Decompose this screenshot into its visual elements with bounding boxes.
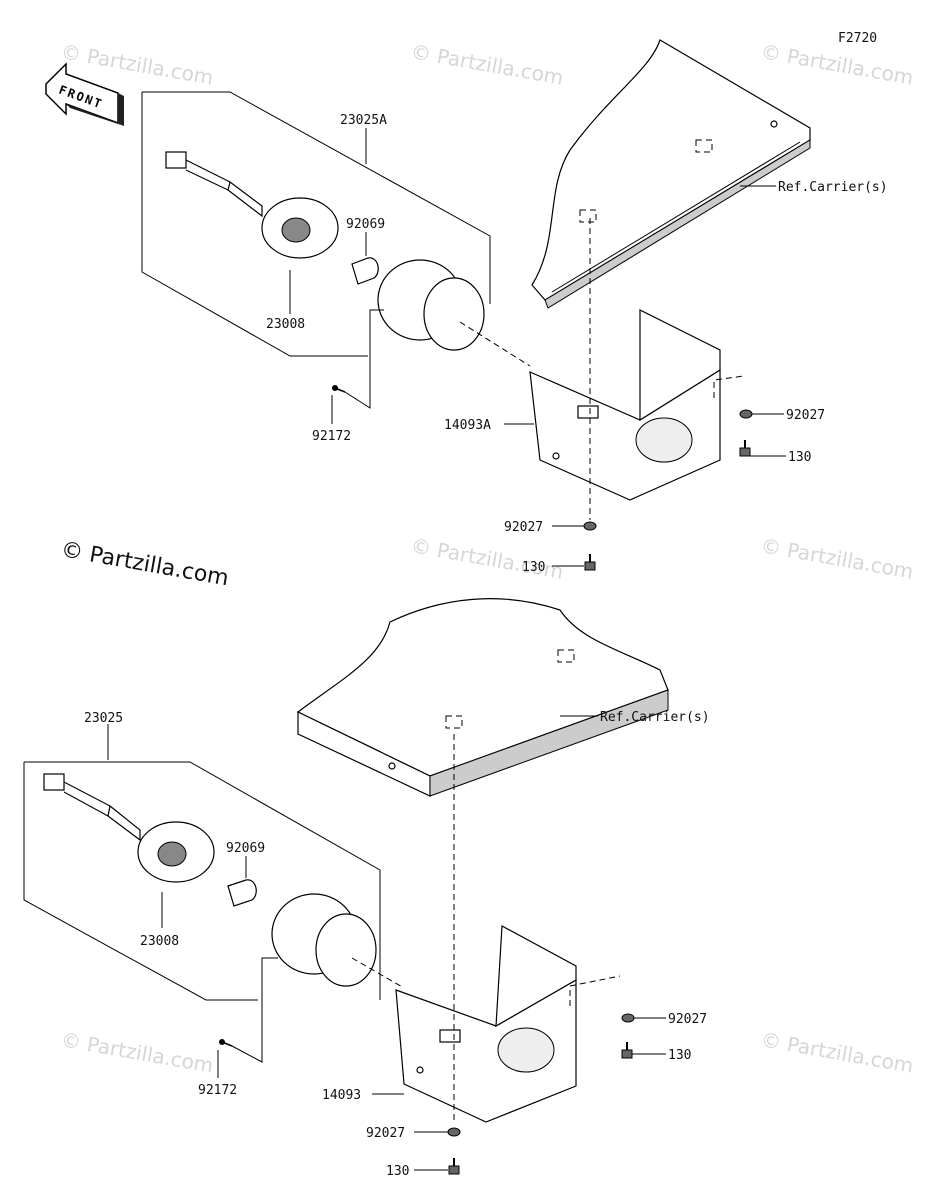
figure-code: F2720 xyxy=(838,31,877,46)
carrier-ref-label: Ref.Carrier(s) xyxy=(778,180,888,195)
bulb-icon xyxy=(227,879,257,907)
washer-icon xyxy=(583,521,597,531)
bulb-label: 92069 xyxy=(346,217,385,232)
upper-assembly: 23025A Ref.Carrier(s) 23008 92069 xyxy=(141,39,888,575)
watermark: © Partzilla.com xyxy=(759,1027,915,1077)
screw-icon xyxy=(219,1039,233,1047)
washer-icon xyxy=(621,1013,635,1023)
bulb-icon xyxy=(351,257,379,285)
washer-label: 92027 xyxy=(504,520,543,535)
bolt-icon xyxy=(584,554,596,571)
washer-label: 92027 xyxy=(366,1126,405,1141)
lamp-housing xyxy=(271,893,405,989)
bolt-icon xyxy=(739,440,751,457)
watermark: © Partzilla.com xyxy=(409,39,565,89)
washer-label: 92027 xyxy=(786,408,825,423)
bolt-label: 130 xyxy=(522,560,545,575)
bracket xyxy=(529,309,721,501)
watermark: © Partzilla.com xyxy=(759,39,915,89)
washer-icon xyxy=(447,1127,461,1137)
socket-label: 23008 xyxy=(140,934,179,949)
lower-assembly: 23025 Ref.Carrier(s) 23008 92069 xyxy=(23,598,710,1179)
carrier-ref-label: Ref.Carrier(s) xyxy=(600,710,710,725)
screw-label: 92172 xyxy=(312,429,351,444)
washer-icon xyxy=(739,409,753,419)
bolt-label: 130 xyxy=(386,1164,409,1179)
bracket-label: 14093 xyxy=(322,1088,361,1103)
bolt-icon xyxy=(448,1158,460,1175)
bolt-label: 130 xyxy=(788,450,811,465)
lamp-housing xyxy=(377,259,531,367)
assembly-number-label: 23025A xyxy=(340,113,387,128)
watermark: © Partzilla.com xyxy=(409,533,565,583)
bolt-label: 130 xyxy=(668,1048,691,1063)
bracket-label: 14093A xyxy=(444,418,491,433)
assembly-outline xyxy=(142,91,491,304)
front-arrow-icon: FRONT xyxy=(45,62,124,126)
carrier-plate xyxy=(296,598,669,797)
carrier-plate xyxy=(531,39,811,309)
assembly-outline xyxy=(141,92,368,357)
watermark: © Partzilla.com xyxy=(59,1027,215,1077)
bolt-icon xyxy=(621,1042,633,1059)
watermark: © Partzilla.com xyxy=(759,533,915,583)
assembly-outline xyxy=(24,761,381,1000)
bracket xyxy=(395,925,577,1123)
assembly-number-label: 23025 xyxy=(84,711,123,726)
socket-harness xyxy=(43,773,215,883)
assembly-outline xyxy=(23,762,258,1001)
bulb-label: 92069 xyxy=(226,841,265,856)
socket-label: 23008 xyxy=(266,317,305,332)
socket-harness xyxy=(165,151,339,259)
screw-icon xyxy=(332,385,346,393)
washer-label: 92027 xyxy=(668,1012,707,1027)
copyright-watermark: © Partzilla.com xyxy=(59,537,231,591)
screw-label: 92172 xyxy=(198,1083,237,1098)
